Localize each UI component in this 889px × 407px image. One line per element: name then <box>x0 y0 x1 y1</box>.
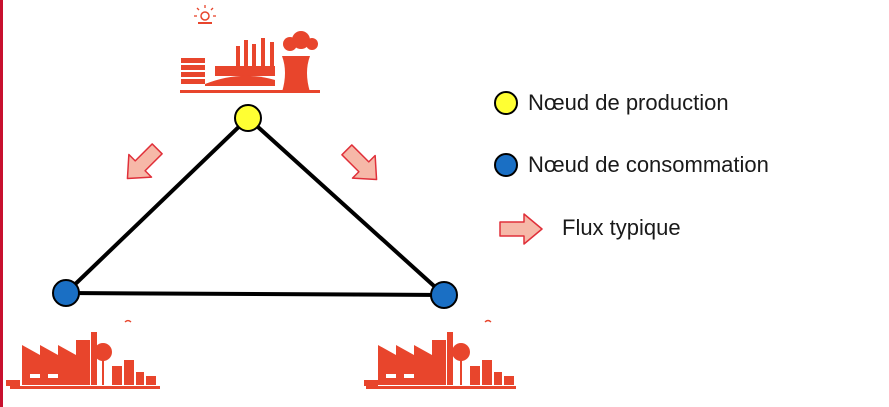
factory-town-icon-right <box>364 319 516 389</box>
legend-flow-arrow-icon <box>499 213 543 245</box>
legend-production-marker <box>494 91 518 115</box>
edge-production-left <box>64 116 250 295</box>
flow-arrow-right <box>341 144 378 181</box>
edge-production-right <box>246 116 446 297</box>
accent-bar <box>0 0 3 407</box>
power-plant-icon <box>180 5 320 93</box>
flow-arrow-left <box>126 143 163 180</box>
legend-production-label: Nœud de production <box>528 90 729 115</box>
legend-consumption-label: Nœud de consommation <box>528 152 769 177</box>
consumption-node-right <box>430 281 458 309</box>
legend-consumption-marker <box>494 153 518 177</box>
production-node <box>234 104 262 132</box>
legend-flow-label: Flux typique <box>562 215 681 240</box>
edge-left-right <box>64 291 446 297</box>
factory-town-icon-left <box>6 319 160 389</box>
consumption-node-left <box>52 279 80 307</box>
